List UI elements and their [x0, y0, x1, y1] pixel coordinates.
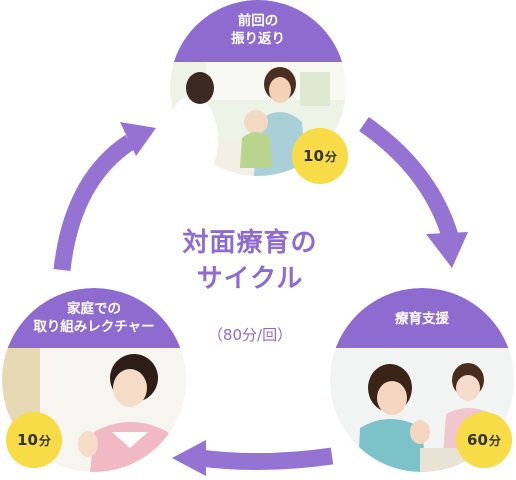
step-review-unit: 分	[324, 149, 337, 164]
arrowhead-left	[120, 122, 156, 156]
arrow-top-to-right	[359, 117, 459, 239]
step-review-photo	[170, 62, 346, 176]
step-review-minutes: 10	[303, 147, 324, 165]
cycle-title-line2: サイクル	[196, 264, 304, 294]
step-support-title-line1: 療育支援	[395, 311, 449, 327]
step-lecture-title-line2: 取り組みレクチャー	[33, 319, 155, 335]
cycle-title: 対面療育の サイクル	[160, 225, 340, 297]
step-review-title-line1: 前回の	[237, 13, 279, 29]
step-support-title: 療育支援	[330, 288, 514, 348]
cycle-title-line1: 対面療育の	[182, 228, 318, 258]
arrow-right-to-left	[198, 447, 334, 471]
step-lecture-unit: 分	[38, 433, 51, 448]
step-review: 前回の 振り返り	[170, 0, 346, 176]
step-support: 療育支援	[330, 288, 514, 472]
cycle-duration: （80分/回）	[207, 326, 293, 344]
step-review-title: 前回の 振り返り	[170, 0, 346, 62]
step-support-minutes: 60	[467, 431, 488, 449]
step-lecture-title: 家庭での 取り組みレクチャー	[2, 288, 186, 348]
arrowhead-right	[426, 232, 468, 268]
step-lecture-minutes: 10	[17, 431, 38, 449]
step-lecture-title-line1: 家庭での	[67, 301, 121, 317]
step-support-unit: 分	[488, 433, 501, 448]
arrow-left-to-top	[53, 134, 135, 271]
step-review-title-line2: 振り返り	[231, 31, 285, 47]
arrowhead-bottom	[172, 440, 206, 476]
